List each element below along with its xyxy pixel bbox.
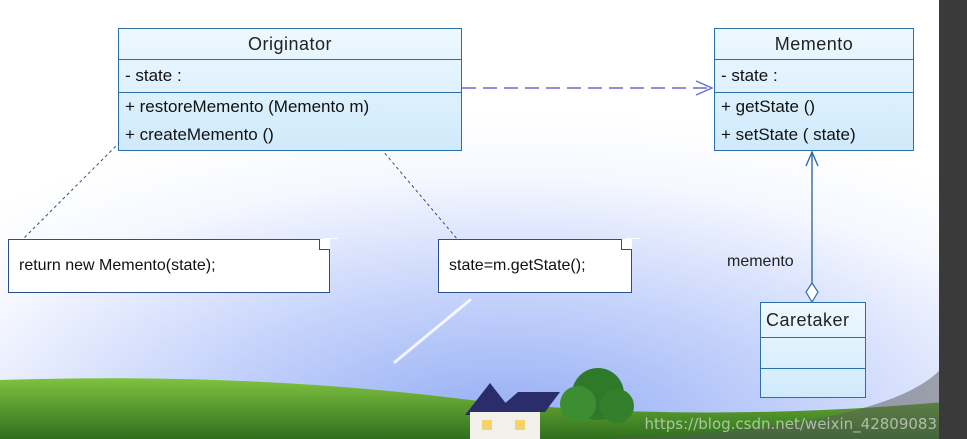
note-create-memento[interactable]: return new Memento(state);: [8, 238, 338, 293]
dependency-arrowhead: [695, 80, 714, 96]
operation: + createMemento (): [125, 125, 274, 144]
originator-class[interactable]: Originator - state : + restoreMemento (M…: [118, 28, 462, 151]
note-restore-memento[interactable]: state=m.getState();: [438, 238, 640, 293]
note-text: state=m.getState();: [449, 257, 586, 274]
association-role-label: memento: [727, 253, 794, 270]
note-anchor-restore: [349, 111, 459, 241]
caretaker-class[interactable]: Caretaker: [760, 302, 866, 398]
watermark: https://blog.csdn.net/weixin_42809083: [644, 415, 937, 433]
right-frame: [939, 0, 967, 439]
operations-section: + getState () + setState ( state): [715, 93, 913, 151]
attributes-section: - state :: [715, 60, 913, 93]
memento-class[interactable]: Memento - state : + getState () + setSta…: [714, 28, 914, 151]
class-name: Caretaker: [761, 303, 865, 338]
note-fold-corner: [621, 238, 640, 250]
operation: + setState ( state): [721, 125, 856, 144]
note-anchor-create: [21, 141, 121, 241]
aggregation-diamond: [805, 281, 819, 304]
operations-section: [761, 369, 865, 399]
note-text: return new Memento(state);: [19, 257, 216, 274]
attribute: - state :: [125, 66, 182, 85]
association-arrowhead: [805, 150, 819, 167]
operation: + restoreMemento (Memento m): [125, 97, 370, 116]
attributes-section: [761, 338, 865, 369]
operation: + getState (): [721, 97, 816, 116]
class-name: Memento: [715, 29, 913, 60]
note-fold-corner: [319, 238, 338, 250]
attribute: - state :: [721, 66, 778, 85]
operations-section: + restoreMemento (Memento m) + createMem…: [119, 93, 461, 151]
attributes-section: - state :: [119, 60, 461, 93]
class-name: Originator: [119, 29, 461, 60]
